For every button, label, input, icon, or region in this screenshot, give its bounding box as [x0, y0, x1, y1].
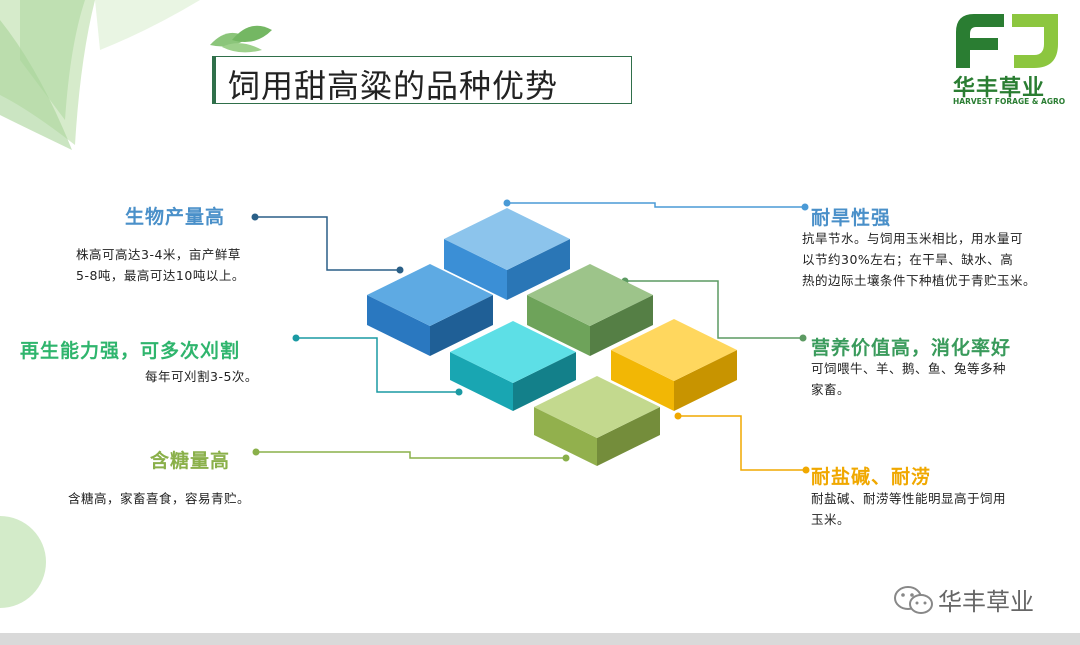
- brand-name: 华丰草业: [953, 76, 1046, 101]
- feature-desc-salt: 耐盐碱、耐涝等性能明显高于饲用 玉米。: [811, 488, 1061, 530]
- dot-sugar-a: [252, 448, 260, 456]
- feature-desc-line: 每年可刈割3-5次。: [145, 369, 258, 384]
- tile-top-face: [534, 376, 660, 438]
- bottom-strip: [0, 633, 1080, 645]
- tile-right-face: [674, 350, 737, 411]
- connector-nutrition: [625, 280, 803, 339]
- feature-desc-line: 玉米。: [811, 512, 851, 527]
- tile-left-face: [444, 239, 507, 300]
- tile-teal: [450, 321, 576, 411]
- connectors: [251, 199, 810, 474]
- connector-biomass: [255, 216, 400, 271]
- tile-top-face: [611, 319, 737, 381]
- connector-salt: [678, 415, 806, 471]
- tile-left-face: [534, 407, 597, 466]
- feature-desc-sugar: 含糖高，家畜喜食，容易青贮。: [68, 488, 308, 509]
- tile-yellow: [611, 319, 737, 411]
- title-box: 饲用甜高粱的品种优势: [212, 56, 632, 105]
- tile-top-face: [444, 208, 570, 270]
- brand-subtitle: HARVEST FORAGE & AGRO: [953, 97, 1066, 106]
- feature-desc-line: 耐盐碱、耐涝等性能明显高于饲用: [811, 491, 1007, 506]
- feature-desc-line: 可饲喂牛、羊、鹅、鱼、兔等多种: [811, 361, 1007, 376]
- dot-regrowth-a: [292, 334, 300, 342]
- tile-green-mid: [527, 264, 653, 356]
- dot-salt-a: [674, 412, 682, 420]
- tile-left-face: [367, 295, 430, 356]
- tile-top: [444, 208, 570, 300]
- tile-right-face: [430, 295, 493, 356]
- circle-decoration: [0, 516, 46, 608]
- feature-desc-line: 家畜。: [811, 382, 851, 397]
- feature-desc-regrowth: 每年可刈割3-5次。: [145, 366, 305, 387]
- feature-desc-line: 抗旱节水。与饲用玉米相比，用水量可: [802, 231, 1024, 246]
- connector-regrowth: [296, 337, 459, 393]
- dot-nutrition-b: [799, 334, 807, 342]
- feature-desc-line: 以节约30%左右；在干旱、缺水、高: [802, 252, 1014, 267]
- dot-drought-a: [503, 199, 511, 207]
- leaf-decoration: [0, 0, 272, 150]
- watermark-text: 华丰草业: [938, 588, 1034, 616]
- connector-drought: [507, 202, 805, 208]
- dot-regrowth-b: [455, 388, 463, 396]
- tile-left-face: [527, 295, 590, 356]
- feature-desc-line: 热的边际土壤条件下种植优于青贮玉米。: [802, 273, 1037, 288]
- tile-right-face: [507, 239, 570, 300]
- brand-logo: [956, 14, 1058, 68]
- tile-left-face: [450, 352, 513, 411]
- dot-drought-b: [801, 203, 809, 211]
- tile-right-face: [590, 295, 653, 356]
- feature-desc-line: 含糖高，家畜喜食，容易青贮。: [68, 491, 251, 506]
- tile-top-face: [367, 264, 493, 326]
- feature-desc-line: 株高可高达3-4米，亩产鲜草: [76, 247, 241, 262]
- feature-heading-drought: 耐旱性强: [811, 207, 892, 229]
- dot-biomass-a: [251, 213, 259, 221]
- tile-right-face: [513, 352, 576, 411]
- tile-left-face: [611, 350, 674, 411]
- feature-heading-biomass: 生物产量高: [125, 206, 226, 228]
- tile-left: [367, 264, 493, 356]
- tiles: [367, 208, 737, 466]
- wechat-icon: [894, 586, 933, 614]
- tile-top-face: [527, 264, 653, 326]
- dot-salt-b: [802, 466, 810, 474]
- feature-heading-sugar: 含糖量高: [150, 450, 231, 472]
- tile-top-face: [450, 321, 576, 383]
- feature-heading-regrowth: 再生能力强，可多次刈割: [20, 340, 241, 362]
- feature-desc-nutrition: 可饲喂牛、羊、鹅、鱼、兔等多种 家畜。: [811, 358, 1061, 400]
- feature-heading-salt: 耐盐碱、耐涝: [811, 466, 932, 488]
- dot-sugar-b: [562, 454, 570, 462]
- feature-heading-nutrition: 营养价值高，消化率好: [811, 337, 1012, 359]
- tile-light-green: [534, 376, 660, 466]
- page-title: 饲用甜高粱的品种优势: [228, 67, 559, 105]
- feature-desc-line: 5-8吨，最高可达10吨以上。: [76, 268, 245, 283]
- dot-biomass-b: [396, 266, 404, 274]
- tile-right-face: [597, 407, 660, 466]
- feature-desc-biomass: 株高可高达3-4米，亩产鲜草 5-8吨，最高可达10吨以上。: [76, 244, 296, 286]
- feature-desc-drought: 抗旱节水。与饲用玉米相比，用水量可 以节约30%左右；在干旱、缺水、高 热的边际…: [802, 228, 1080, 291]
- connector-sugar: [256, 451, 566, 459]
